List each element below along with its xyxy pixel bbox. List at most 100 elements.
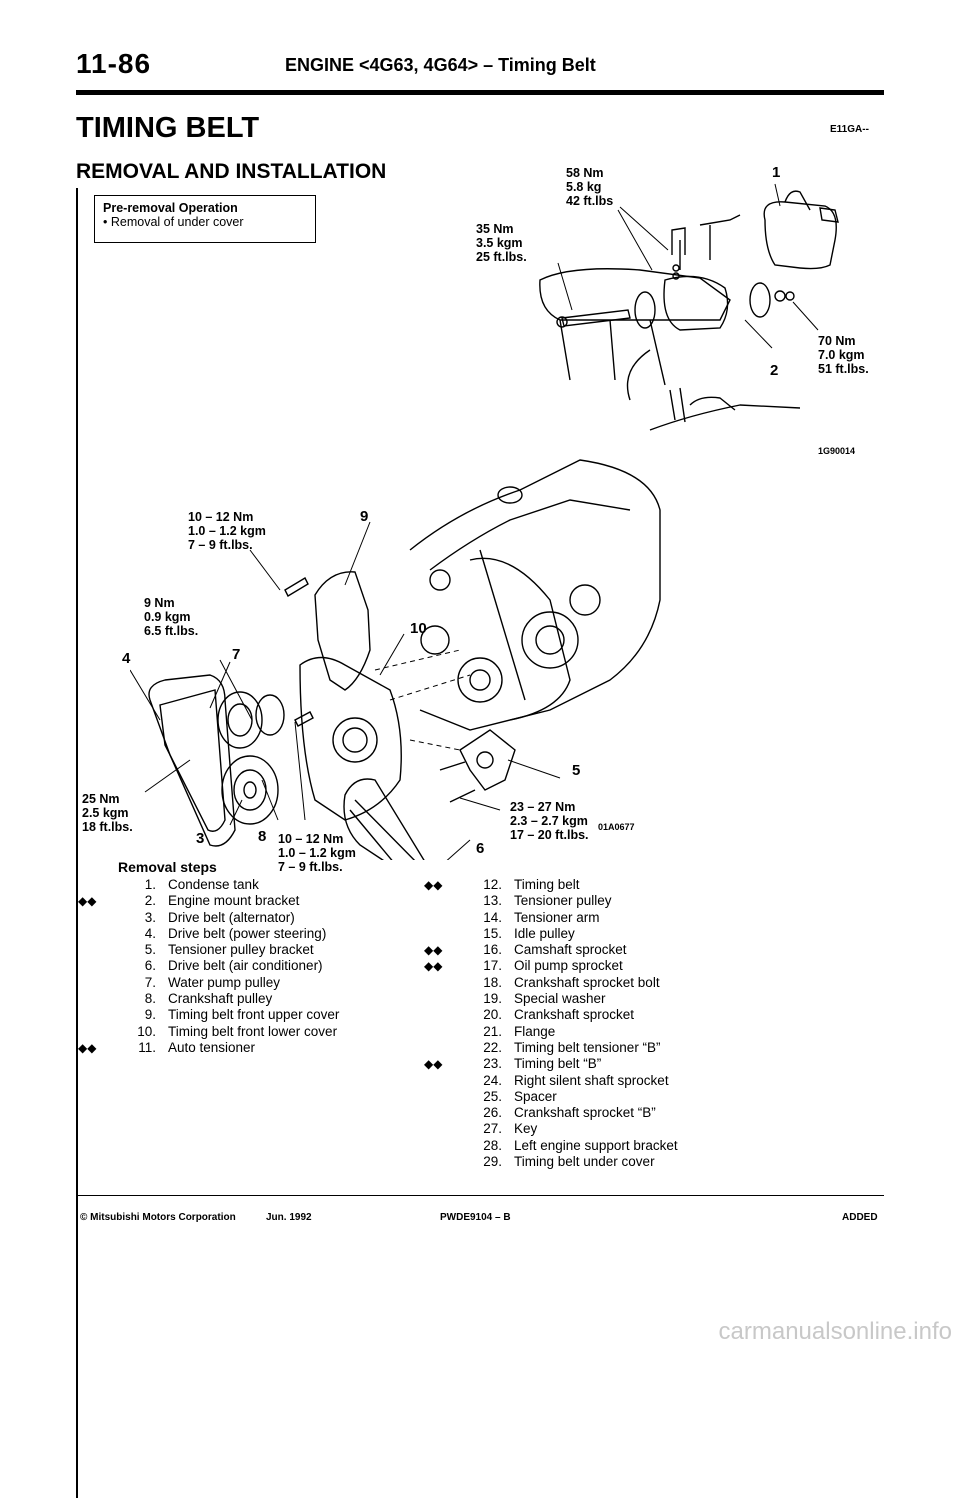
step-number: 15.	[483, 925, 502, 941]
step-marker	[424, 1121, 474, 1137]
step-text: Tensioner arm	[514, 909, 600, 925]
torque-nm: 23 – 27 Nm	[510, 800, 576, 814]
step-text: Key	[514, 1121, 538, 1137]
section-title: TIMING BELT	[76, 112, 260, 144]
torque-kgm: 2.3 – 2.7 kgm	[510, 814, 588, 828]
step-row: 1.Condense tank	[78, 877, 339, 893]
step-marker	[424, 1024, 474, 1040]
step-number: 16.	[483, 942, 502, 958]
step-marker: ◆◆	[424, 878, 443, 892]
step-number: 9.	[144, 1007, 156, 1023]
step-number: 26.	[483, 1105, 502, 1121]
callout-4: 4	[122, 650, 131, 667]
figure-code-bottom: 01A0677	[598, 822, 635, 832]
step-text: Spacer	[514, 1088, 557, 1104]
step-marker	[78, 942, 128, 958]
step-number: 12.	[483, 877, 502, 892]
callout-1: 1	[772, 164, 781, 181]
step-row: ◆◆17.Oil pump sprocket	[424, 958, 678, 974]
subsection-title: REMOVAL AND INSTALLATION	[76, 160, 387, 183]
step-row: 20.Crankshaft sprocket	[424, 1007, 678, 1023]
header-title: ENGINE <4G63, 4G64> – Timing Belt	[285, 55, 596, 75]
step-marker: ◆◆	[424, 959, 443, 974]
step-row: 28.Left engine support bracket	[424, 1137, 678, 1154]
torque-ftlbs: 17 – 20 ft.lbs.	[510, 828, 589, 842]
torque-kgm: 5.8 kg	[566, 180, 602, 194]
step-number: 1.	[144, 877, 156, 892]
callout-7: 7	[232, 646, 241, 663]
step-number: 25.	[483, 1088, 502, 1104]
step-row: 7.Water pump pulley	[78, 975, 339, 991]
pre-removal-title: Pre-removal Operation	[103, 201, 238, 215]
step-text: Tensioner pulley bracket	[168, 942, 314, 958]
step-marker: ◆◆	[78, 894, 97, 909]
step-text: Idle pulley	[514, 925, 575, 941]
step-marker	[78, 910, 128, 926]
timing-belt-cover-diagram	[130, 459, 661, 860]
step-marker	[424, 1007, 474, 1023]
step-row: 22.Timing belt tensioner “B”	[424, 1040, 678, 1056]
pre-removal-item: • Removal of under cover	[103, 215, 244, 229]
watermark: carmanualsonline.info	[718, 1318, 952, 1345]
step-number: 3.	[144, 909, 156, 925]
torque-label-23nm: 23 – 27 Nm 2.3 – 2.7 kgm 17 – 20 ft.lbs.	[510, 800, 589, 842]
torque-kgm: 3.5 kgm	[476, 236, 523, 250]
step-text: Water pump pulley	[168, 974, 281, 990]
removal-steps-title: Removal steps	[118, 859, 217, 875]
callout-9: 9	[360, 508, 369, 525]
step-row: ◆◆23.Timing belt “B”	[424, 1056, 678, 1072]
step-number: 6.	[144, 958, 156, 974]
step-text: Crankshaft sprocket	[514, 1007, 635, 1023]
callout-6: 6	[476, 840, 485, 857]
engine-mount-diagram	[539, 183, 839, 431]
step-marker	[424, 926, 474, 942]
step-marker	[78, 926, 128, 942]
step-number: 18.	[483, 974, 502, 990]
torque-nm: 58 Nm	[566, 166, 604, 180]
step-text: Tensioner pulley	[514, 893, 612, 909]
torque-ftlbs: 7 – 9 ft.lbs.	[188, 538, 253, 552]
step-marker	[424, 1154, 474, 1170]
step-row: 4.Drive belt (power steering)	[78, 926, 339, 942]
step-marker	[78, 1024, 128, 1040]
torque-kgm: 1.0 – 1.2 kgm	[188, 524, 266, 538]
step-number: 8.	[144, 991, 156, 1007]
step-number: 14.	[483, 909, 502, 925]
step-text: Drive belt (alternator)	[168, 909, 295, 925]
step-row: ◆◆16.Camshaft sprocket	[424, 942, 678, 958]
torque-nm: 9 Nm	[144, 596, 175, 610]
step-number: 17.	[483, 958, 502, 974]
torque-ftlbs: 6.5 ft.lbs.	[144, 624, 199, 638]
step-row: 24.Right silent shaft sprocket	[424, 1073, 678, 1089]
page-number: 11-86	[76, 48, 152, 79]
step-row: ◆◆2.Engine mount bracket	[78, 893, 339, 909]
step-row: 29.Timing belt under cover	[424, 1154, 678, 1170]
step-marker	[78, 1007, 128, 1023]
step-number: 27.	[483, 1121, 502, 1137]
step-marker: ◆◆	[424, 1057, 443, 1072]
torque-ftlbs: 42 ft.lbs	[566, 194, 614, 208]
step-marker	[424, 910, 474, 926]
step-row: 8.Crankshaft pulley	[78, 991, 339, 1007]
step-row: 6.Drive belt (air conditioner)	[78, 958, 339, 974]
callout-8: 8	[258, 828, 267, 845]
step-marker: ◆◆	[78, 1040, 97, 1055]
callout-3: 3	[196, 830, 205, 847]
callout-2: 2	[770, 362, 779, 379]
step-row: ◆◆12.Timing belt	[424, 877, 678, 893]
step-row: 21.Flange	[424, 1024, 678, 1040]
step-marker	[78, 975, 128, 991]
step-marker	[78, 958, 128, 974]
step-number: 22.	[483, 1039, 502, 1055]
step-marker	[424, 975, 474, 991]
callout-5: 5	[572, 762, 581, 779]
step-row: 19.Special washer	[424, 991, 678, 1007]
step-marker	[424, 1105, 474, 1121]
step-row: 10.Timing belt front lower cover	[78, 1024, 339, 1040]
step-text: Left engine support bracket	[514, 1137, 678, 1153]
torque-nm: 10 – 12 Nm	[278, 832, 344, 846]
step-text: Crankshaft sprocket bolt	[514, 974, 660, 990]
torque-label-9nm: 9 Nm 0.9 kgm 6.5 ft.lbs.	[144, 596, 198, 638]
